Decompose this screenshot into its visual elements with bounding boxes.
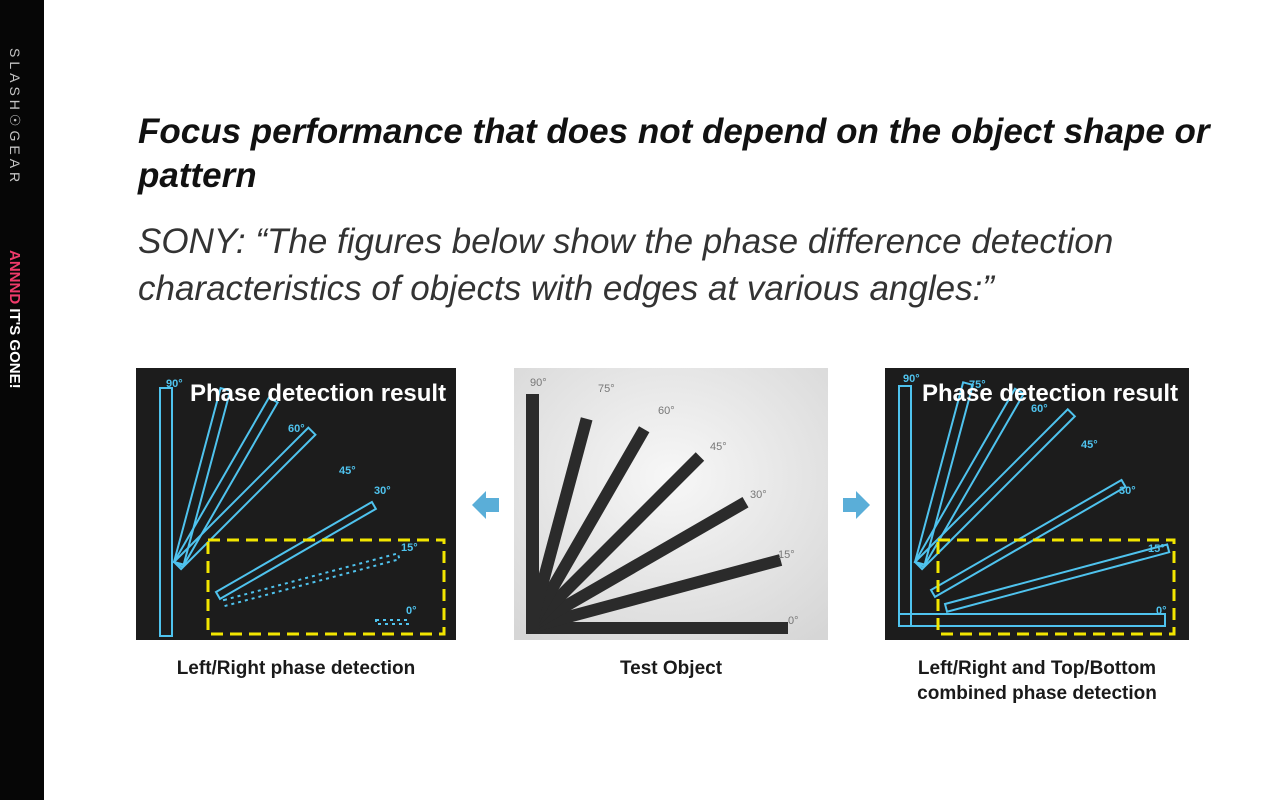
edge-bar-75 [172,386,232,566]
arrow-left-icon [472,491,499,519]
right-caption-line2: combined phase detection [917,683,1157,704]
panel-background [136,368,456,640]
detected-edges [159,386,409,637]
right-caption-line1: Left/Right and Top/Bottom [917,658,1157,679]
left-detection-figure: Phase detection result 90° 60° 45° 30° 1… [136,368,456,640]
edge-bar-15 [943,543,1171,613]
detected-edges [898,381,1171,627]
left-detection-panel: Phase detection result 90° 60° 45° 30° 1… [136,368,456,640]
center-caption: Test Object [619,658,723,679]
panel-background [885,368,1189,640]
edge-bar-15 [222,552,401,608]
angle-label: 60° [288,423,305,435]
edge-bar-0 [526,622,788,634]
edge-bar-75 [913,381,975,566]
left-caption: Left/Right phase detection [176,658,416,679]
site-logo[interactable]: SLASH☉GEAR [5,48,23,186]
angle-label: 60° [658,405,675,417]
slide-title: Focus performance that does not depend o… [138,112,1210,195]
tagline-accent: ANNND [6,250,23,305]
angle-label: 30° [1119,485,1136,497]
slide-quote: SONY: “The figures below show the phase … [138,222,1114,308]
angle-label: 15° [778,549,795,561]
edge-bar-30 [929,478,1127,599]
angle-label: 75° [598,383,615,395]
edge-bar-45 [526,452,705,631]
angle-label: 60° [1031,403,1048,415]
angle-label: 90° [903,373,920,385]
panel-title: Phase detection result [190,380,446,407]
panel-title: Phase detection result [922,380,1178,407]
angle-label: 30° [750,489,767,501]
angle-label: 45° [710,441,727,453]
edge-bar-30 [526,497,749,633]
angle-label: 0° [406,605,417,617]
sidebar [0,0,44,800]
edge-bar-15 [526,554,783,634]
test-edges [526,394,788,634]
right-caption: Left/Right and Top/Bottom combined phase… [870,656,1204,706]
edge-bar-75 [526,417,593,626]
logo-text: SLASH☉GEAR [7,48,23,187]
tagline-rest: IT'S GONE! [6,308,23,389]
angle-label: 0° [1156,605,1167,617]
edge-bar-45 [913,407,1077,571]
test-object-figure: 90° 75° 60° 45° 30° 15° 0° [514,368,828,640]
angle-label: 75° [969,379,986,391]
angle-label: 15° [1148,543,1165,555]
test-object-panel: 90° 75° 60° 45° 30° 15° 0° [514,368,828,640]
recovered-region-box [936,538,1176,636]
angle-label: 45° [339,465,356,477]
arrow-right-icon [843,491,870,519]
edge-bar-0 [375,619,409,625]
edge-bar-60 [526,426,650,628]
combined-detection-panel: Phase detection result 90° 75° 60° 45° 3… [885,368,1189,640]
edge-bar-90 [526,394,539,630]
edge-bar-0 [898,613,1166,627]
edge-bar-45 [172,426,317,571]
angle-label: 90° [166,378,183,390]
edge-bar-60 [172,396,280,569]
angle-label: 0° [788,615,799,627]
missed-region-box [206,538,446,636]
angle-label: 30° [374,485,391,497]
angle-label: 45° [1081,439,1098,451]
angle-label: 15° [401,542,418,554]
edge-bar-30 [214,500,378,601]
edge-bar-90 [159,387,173,637]
tagline: ANNND IT'S GONE! [6,250,23,389]
combined-detection-figure: Phase detection result 90° 75° 60° 45° 3… [885,368,1189,640]
edge-bar-60 [913,387,1026,569]
angle-label: 90° [530,377,547,389]
